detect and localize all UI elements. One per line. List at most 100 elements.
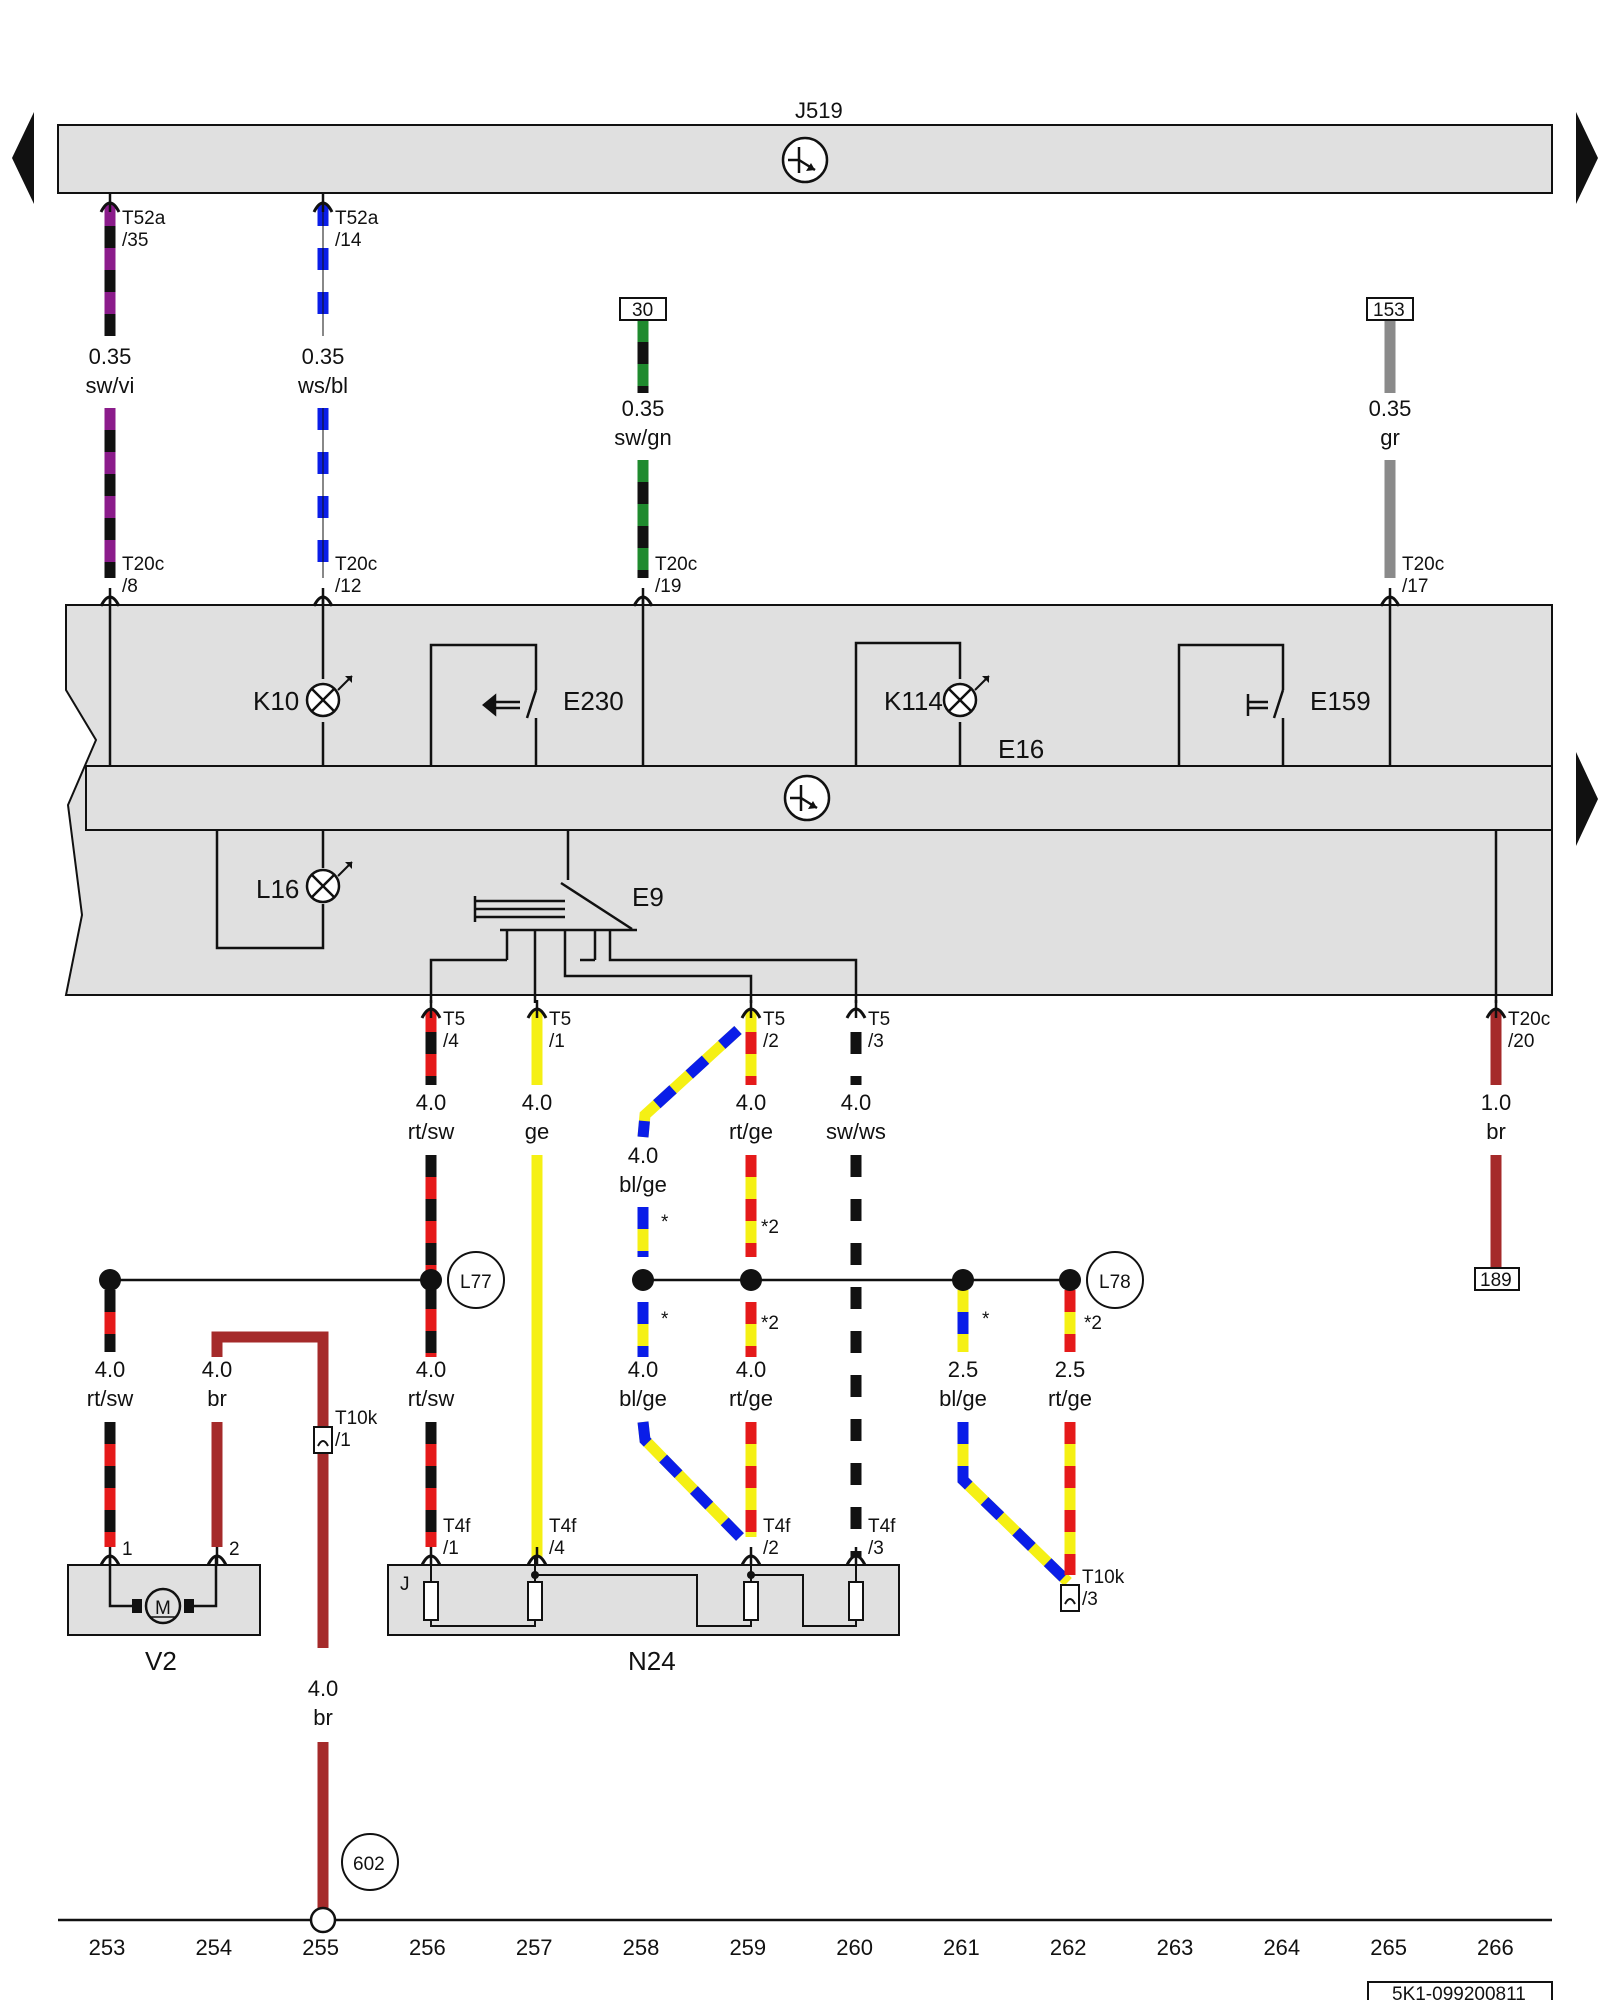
svg-text:189: 189 [1480, 1270, 1512, 1291]
wire-label: 4.0 [522, 1090, 553, 1115]
wire-label: 4.0 [628, 1357, 659, 1382]
connector-label-t5-1: T5 [549, 1009, 571, 1030]
connector-label-t5-3: T5 [868, 1009, 890, 1030]
wire-label: ws/bl [297, 373, 348, 398]
wire-label: 1.0 [1481, 1090, 1512, 1115]
connector-label-t4f-3: /3 [868, 1538, 884, 1559]
component-label-l16: L16 [256, 874, 299, 904]
electronic-unit-symbol-icon [783, 774, 831, 822]
svg-text:L78: L78 [1099, 1272, 1131, 1293]
connector-label-t4f-4: /4 [549, 1538, 565, 1559]
track-number: 254 [195, 1935, 232, 1960]
wire-label: rt/ge [1048, 1386, 1092, 1411]
ground-connection-icon [309, 1906, 337, 1934]
wire-label: 4.0 [736, 1090, 767, 1115]
wire-label: rt/sw [408, 1386, 455, 1411]
track-number: 264 [1263, 1935, 1300, 1960]
connector-label-t4f-2: /2 [763, 1538, 779, 1559]
connector-label-t10k-1: /1 [335, 1430, 351, 1451]
connector-label-t52a-14: T52a [335, 208, 379, 229]
wire-label: 4.0 [416, 1357, 447, 1382]
track-number: 259 [729, 1935, 766, 1960]
pin-number: 1 [122, 1539, 133, 1560]
wire-label: sw/ws [826, 1119, 886, 1144]
ground-point-602: 602 [341, 1833, 399, 1891]
track-number: 258 [623, 1935, 660, 1960]
track-number: 253 [89, 1935, 126, 1960]
terminal-box-153: 153 [1366, 297, 1414, 321]
connector-label-t4f-3: T4f [868, 1516, 896, 1537]
connector-label-t4f-1: T4f [443, 1516, 471, 1537]
connector-label-t4f-2: T4f [763, 1516, 791, 1537]
connector-label-t5-4: T5 [443, 1009, 465, 1030]
wire-label: rt/ge [729, 1119, 773, 1144]
connector-label-t4f-1: /1 [443, 1538, 459, 1559]
connector-pin-icon [526, 1547, 548, 1566]
wire-label: bl/ge [939, 1386, 987, 1411]
component-label-e230: E230 [563, 686, 624, 716]
wire-label: rt/sw [408, 1119, 455, 1144]
track-number: 257 [516, 1935, 553, 1960]
track-number: 256 [409, 1935, 446, 1960]
connector-pin-icon [632, 588, 654, 607]
wire-label: br [313, 1705, 333, 1730]
resistor-icons [423, 1581, 864, 1621]
wire-br [211, 1331, 329, 1648]
track-number: 266 [1477, 1935, 1514, 1960]
internal-wiring [215, 830, 1498, 1003]
footnote-star: * [661, 1212, 669, 1233]
node-l78: L78 [1086, 1251, 1144, 1309]
connector-label-t20c-19: T20c [655, 554, 697, 575]
wire-label: bl/ge [619, 1386, 667, 1411]
connector-label-t20c-20: /20 [1508, 1031, 1534, 1052]
connector-label-t20c-20: T20c [1508, 1009, 1550, 1030]
connector-label-t5-2: T5 [763, 1009, 785, 1030]
connector-pin-icon [420, 1000, 442, 1019]
document-number-box [1367, 1981, 1553, 2000]
connector-label-t20c-8: /8 [122, 576, 138, 597]
footnote-star2: *2 [761, 1217, 779, 1238]
wire-label: 4.0 [736, 1357, 767, 1382]
track-number: 265 [1370, 1935, 1407, 1960]
wire-label: br [207, 1386, 227, 1411]
wire-label: rt/sw [87, 1386, 134, 1411]
footnote-star2: *2 [1084, 1313, 1102, 1334]
wire-label: 0.35 [622, 396, 665, 421]
wire-label: 0.35 [89, 344, 132, 369]
indicator-lamp-icon [305, 861, 353, 904]
wire-label: rt/ge [729, 1386, 773, 1411]
indicator-lamp-icon [305, 675, 353, 718]
switch-symbol-icon [1246, 689, 1285, 719]
wire-bl-ge [637, 1025, 742, 1138]
connector-pin-icon [845, 1000, 867, 1019]
connector-label-t20c-19: /19 [655, 576, 681, 597]
next-page-arrow-icon[interactable] [1576, 112, 1598, 204]
continuation-arrow-icon[interactable] [1576, 752, 1598, 846]
component-label-k114: K114 [884, 686, 943, 716]
connector-label-t20c-12: /12 [335, 576, 361, 597]
previous-page-arrow-icon[interactable] [12, 112, 34, 204]
connector-pin-icon [312, 588, 334, 607]
connector-label-t20c-17: /17 [1402, 576, 1428, 597]
track-number: 262 [1050, 1935, 1087, 1960]
component-label-j519: J519 [795, 98, 843, 123]
track-number: 263 [1157, 1935, 1194, 1960]
svg-text:153: 153 [1373, 300, 1405, 321]
pin-number: 2 [229, 1539, 240, 1560]
connector-pin-icon [740, 1000, 762, 1019]
connector-pin-icon [99, 588, 121, 607]
in-line-connector-icon [313, 1426, 333, 1454]
component-label-n24: N24 [628, 1646, 676, 1676]
connector-pin-icon [99, 194, 121, 213]
connector-label-t4f-4: T4f [549, 1516, 577, 1537]
wire-label: bl/ge [619, 1172, 667, 1197]
component-label-e159: E159 [1310, 686, 1371, 716]
connector-pin-icon [526, 1000, 548, 1019]
electronic-unit-symbol-icon [781, 136, 829, 184]
connector-label-t20c-8: T20c [122, 554, 164, 575]
footnote-star: * [661, 1309, 669, 1330]
document-number: 5K1-099200811 [1392, 1984, 1526, 2000]
svg-text:L77: L77 [460, 1272, 492, 1293]
wire-label: gr [1380, 425, 1400, 450]
